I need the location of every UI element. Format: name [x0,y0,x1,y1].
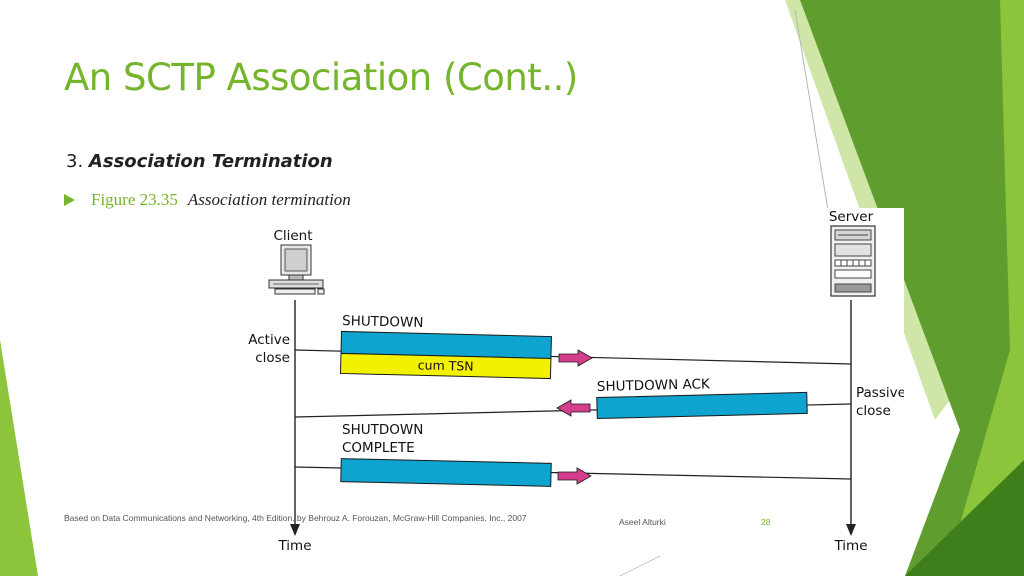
client-time-label: Time [277,538,311,554]
figure-reference: Figure 23.35 Association termination [64,189,351,211]
shutdown-ack-label: SHUTDOWN ACK [597,376,711,395]
shutdown-complete-label-line1: SHUTDOWN [342,422,423,438]
cum-tsn-chunk-box [339,352,552,380]
shutdown-complete-chunk-box [340,458,552,487]
server-label: Server [829,209,874,225]
client-computer-icon [268,244,325,295]
diagram-background [240,208,904,555]
server-timeline-arrowhead [846,524,856,536]
bullet-triangle-icon [64,194,75,206]
section-heading: 3. Association Termination [66,151,333,172]
passive-close-label-line1: Passive [856,385,904,401]
active-close-label-line2: close [255,350,290,366]
shutdown-chunk: cum TSN [339,330,552,380]
shutdown-complete-direction-arrow [557,467,592,485]
figure-caption: Association termination [187,190,351,209]
footer-source: Based on Data Communications and Network… [64,513,527,523]
shutdown-ack-direction-arrow [556,399,591,417]
slide-title: An SCTP Association (Cont..) [64,56,578,99]
active-close-label-line1: Active [248,332,290,348]
section-title: Association Termination [88,151,333,172]
shutdown-ack-chunk [596,391,808,420]
section-number: 3. [66,151,84,172]
cum-tsn-label: cum TSN [418,357,474,373]
client-timeline-arrowhead [290,524,300,536]
shutdown-complete-label-line2: COMPLETE [342,440,415,456]
client-label: Client [273,228,312,244]
page-number: 28 [761,517,771,527]
termination-diagram: Client Server Active close Passive close… [240,208,904,555]
server-tower-icon [830,225,876,297]
shutdown-complete-chunk [340,458,552,487]
footer-author: Aseel Alturki [619,517,666,527]
figure-number: Figure 23.35 [91,190,178,209]
shutdown-direction-arrow [558,349,593,367]
shutdown-ack-chunk-box [596,391,808,420]
passive-close-label-line2: close [856,403,891,419]
shutdown-label: SHUTDOWN [342,313,424,331]
server-time-label: Time [833,538,867,554]
